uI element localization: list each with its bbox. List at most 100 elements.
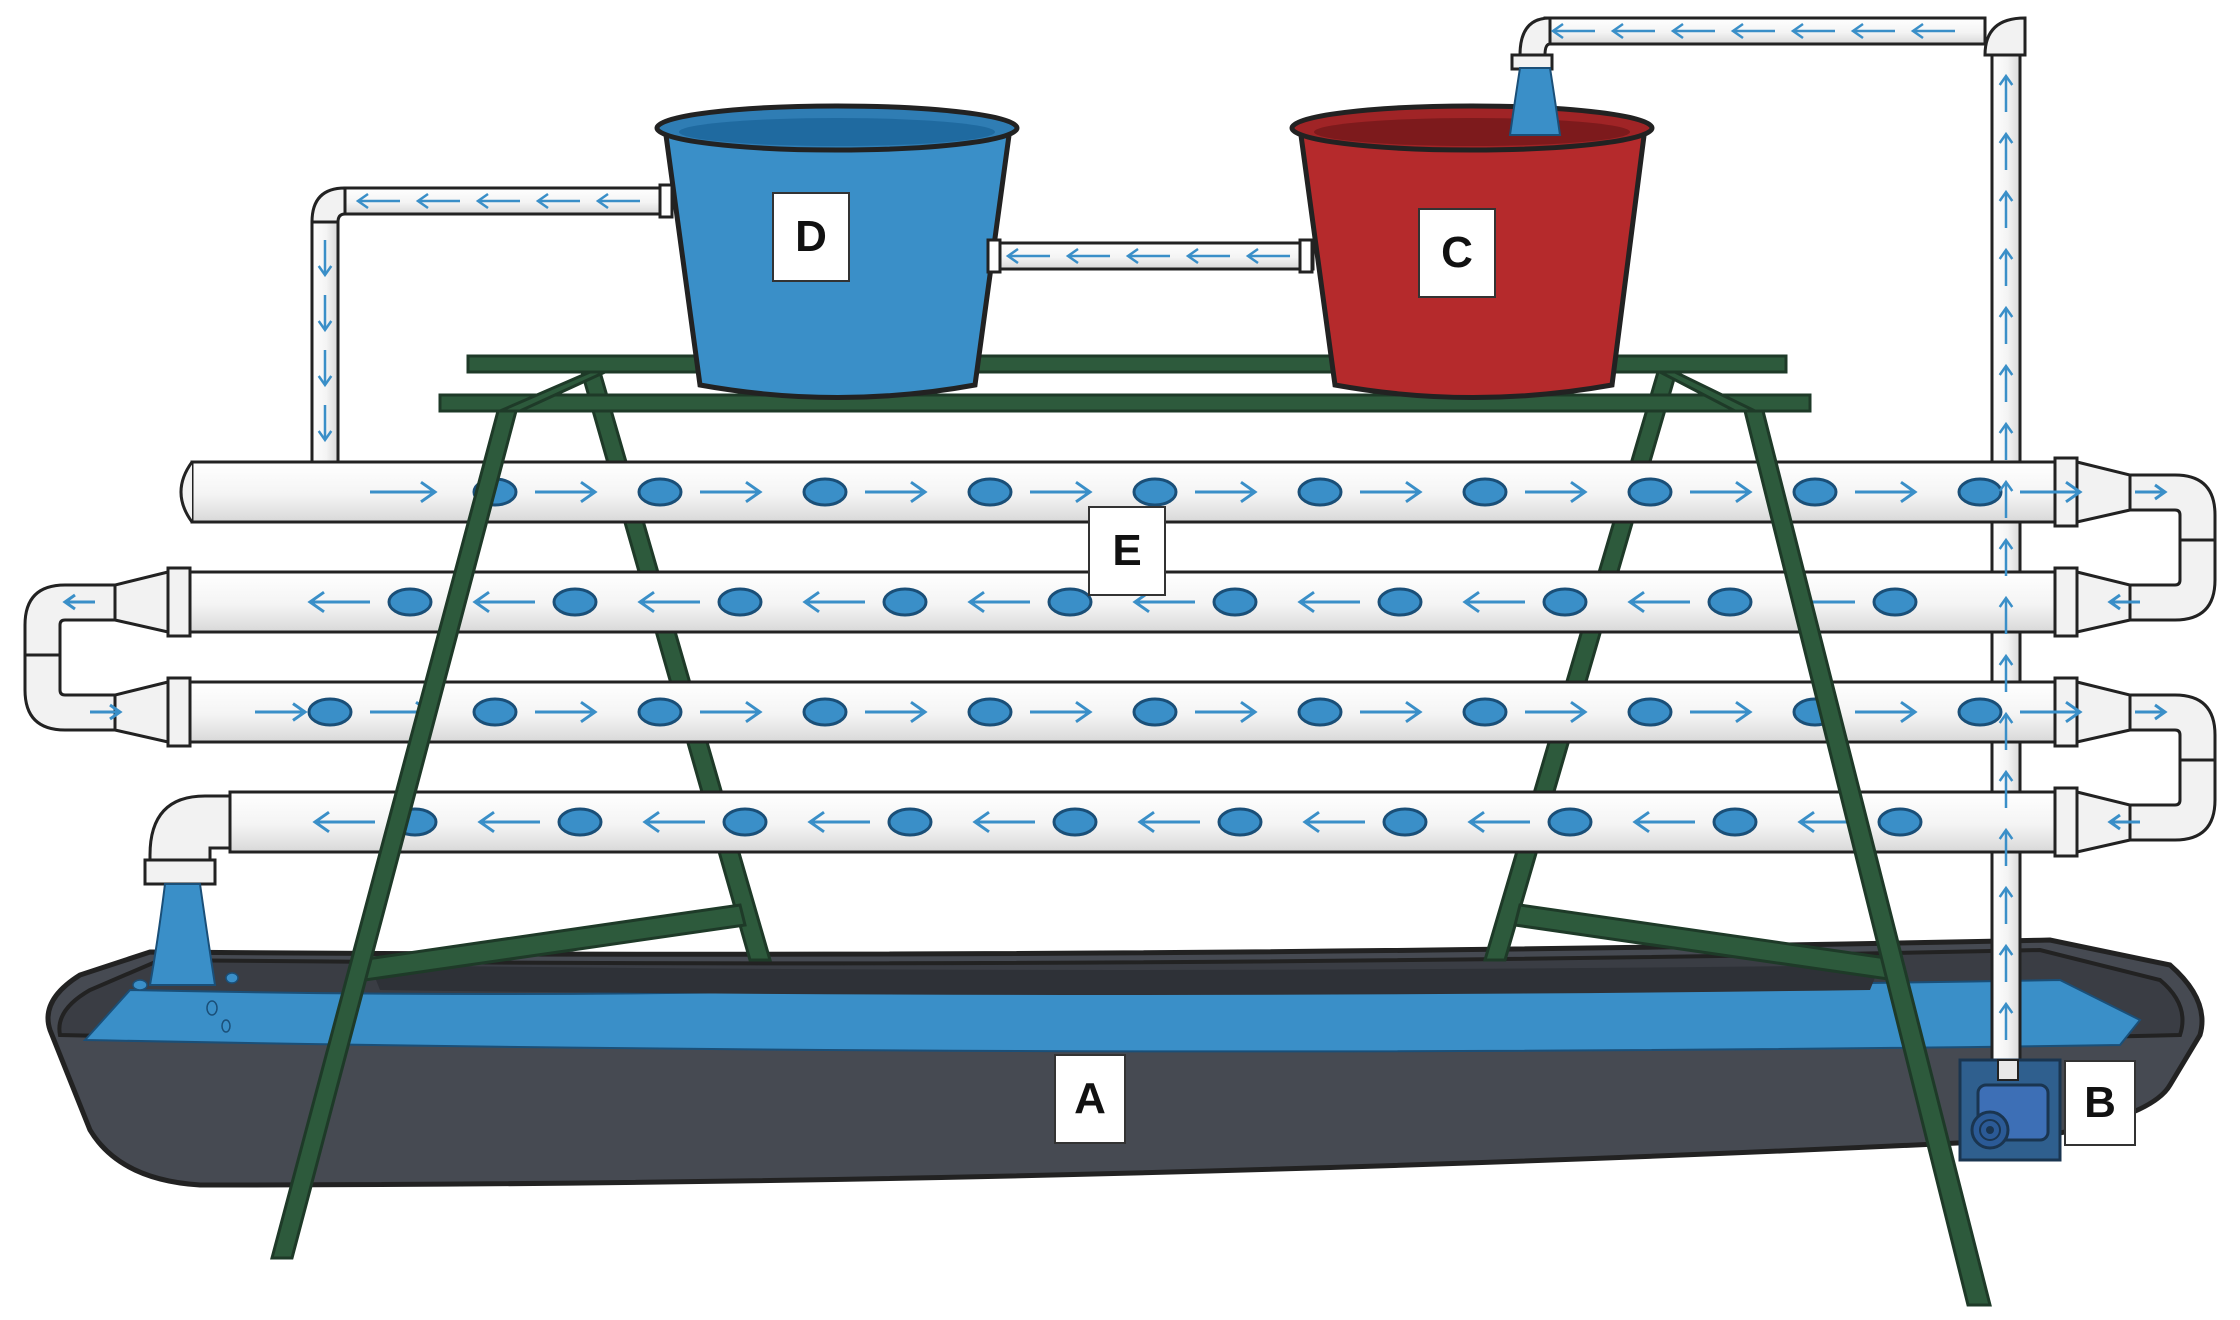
arrow-icon bbox=[1998, 943, 2014, 982]
net-pot-hole bbox=[1382, 807, 1428, 837]
arrow-icon bbox=[1855, 700, 1918, 724]
arrow-icon bbox=[1550, 22, 1595, 40]
net-pot-hole bbox=[1132, 697, 1178, 727]
arrow-icon bbox=[865, 480, 928, 504]
arrow-icon bbox=[1998, 711, 2014, 750]
pump-b bbox=[1958, 1058, 2062, 1162]
water-stream-icon bbox=[1508, 67, 1562, 136]
arrow-icon bbox=[2107, 813, 2140, 831]
label-a: A bbox=[1054, 1054, 1126, 1144]
arrow-icon bbox=[317, 405, 333, 443]
arrow-icon bbox=[1302, 810, 1365, 834]
arrow-icon bbox=[1998, 885, 2014, 924]
label-c: C bbox=[1418, 208, 1496, 298]
net-pot-hole bbox=[1547, 807, 1593, 837]
arrow-icon bbox=[1030, 480, 1093, 504]
net-pot-hole bbox=[1872, 587, 1918, 617]
tray-inner-ledge bbox=[370, 965, 1880, 995]
arrow-icon bbox=[1137, 810, 1200, 834]
net-pot-hole bbox=[1462, 477, 1508, 507]
arrow-icon bbox=[642, 810, 705, 834]
arrow-icon bbox=[1998, 653, 2014, 692]
net-pot-hole bbox=[472, 697, 518, 727]
net-pot-hole bbox=[722, 807, 768, 837]
arrow-icon bbox=[415, 192, 460, 210]
arrow-icon bbox=[1360, 700, 1423, 724]
arrow-icon bbox=[637, 590, 700, 614]
net-pot-hole bbox=[1132, 477, 1178, 507]
net-pot-hole bbox=[1707, 587, 1753, 617]
arrow-icon bbox=[312, 810, 375, 834]
arrow-icon bbox=[317, 240, 333, 278]
arrow-icon bbox=[1670, 22, 1715, 40]
arrow-icon bbox=[1998, 769, 2014, 808]
net-pot-hole bbox=[307, 697, 353, 727]
net-pot-hole bbox=[387, 587, 433, 617]
net-pot-hole bbox=[1217, 807, 1263, 837]
arrow-icon bbox=[1998, 421, 2014, 460]
label-b: B bbox=[2064, 1060, 2136, 1146]
arrow-icon bbox=[1998, 189, 2014, 228]
net-pot-hole bbox=[637, 697, 683, 727]
arrow-icon bbox=[1998, 73, 2014, 112]
arrow-icon bbox=[1195, 700, 1258, 724]
net-pot-hole bbox=[967, 477, 1013, 507]
arrow-icon bbox=[1125, 247, 1170, 265]
arrow-icon bbox=[1998, 827, 2014, 866]
net-pot-holes bbox=[307, 477, 2003, 837]
net-pot-hole bbox=[1957, 477, 2003, 507]
arrow-icon bbox=[807, 810, 870, 834]
arrow-icon bbox=[255, 702, 308, 722]
arrow-icon bbox=[1467, 810, 1530, 834]
arrow-icon bbox=[1245, 247, 1290, 265]
arrow-icon bbox=[472, 590, 535, 614]
arrow-icon bbox=[802, 590, 865, 614]
net-pot-hole bbox=[557, 807, 603, 837]
arrow-icon bbox=[1730, 22, 1775, 40]
arrow-icon bbox=[1998, 131, 2014, 170]
arrow-icon bbox=[1065, 247, 1110, 265]
arrow-icon bbox=[475, 192, 520, 210]
net-pot-hole bbox=[967, 697, 1013, 727]
arrow-icon bbox=[1195, 480, 1258, 504]
arrow-icon bbox=[317, 350, 333, 388]
arrow-icon bbox=[1850, 22, 1895, 40]
net-pot-hole bbox=[1462, 697, 1508, 727]
arrow-icon bbox=[1855, 480, 1918, 504]
net-pot-hole bbox=[1297, 697, 1343, 727]
arrow-icon bbox=[1185, 247, 1230, 265]
arrow-icon bbox=[62, 593, 95, 611]
net-pot-hole bbox=[717, 587, 763, 617]
arrow-icon bbox=[2020, 480, 2083, 504]
grow-pipe-3 bbox=[188, 680, 2072, 744]
label-d: D bbox=[772, 192, 850, 282]
water-droplets bbox=[132, 972, 239, 1033]
net-pot-hole bbox=[1792, 477, 1838, 507]
arrow-icon bbox=[1610, 22, 1655, 40]
arrow-icon bbox=[1030, 700, 1093, 724]
pipe-fittings bbox=[23, 456, 2217, 886]
arrow-icon bbox=[1998, 305, 2014, 344]
arrow-icon bbox=[1627, 590, 1690, 614]
net-pot-hole bbox=[1712, 807, 1758, 837]
arrow-icon bbox=[2135, 483, 2168, 501]
net-pot-hole bbox=[1542, 587, 1588, 617]
arrow-icon bbox=[1360, 480, 1423, 504]
arrow-icon bbox=[2107, 593, 2140, 611]
arrow-icon bbox=[865, 700, 928, 724]
net-pot-hole bbox=[1377, 587, 1423, 617]
arrow-icon bbox=[355, 192, 400, 210]
arrow-icon bbox=[477, 810, 540, 834]
arrow-icon bbox=[1998, 595, 2014, 634]
net-pot-hole bbox=[1627, 697, 1673, 727]
arrow-icon bbox=[535, 192, 580, 210]
arrow-icon bbox=[1690, 700, 1753, 724]
arrow-icon bbox=[700, 700, 763, 724]
net-pot-hole bbox=[882, 587, 928, 617]
arrow-icon bbox=[1998, 363, 2014, 402]
arrow-icon bbox=[1998, 479, 2014, 518]
net-pot-hole bbox=[887, 807, 933, 837]
arrow-icon bbox=[1690, 480, 1753, 504]
net-pot-hole bbox=[802, 697, 848, 727]
net-pot-hole bbox=[1957, 697, 2003, 727]
